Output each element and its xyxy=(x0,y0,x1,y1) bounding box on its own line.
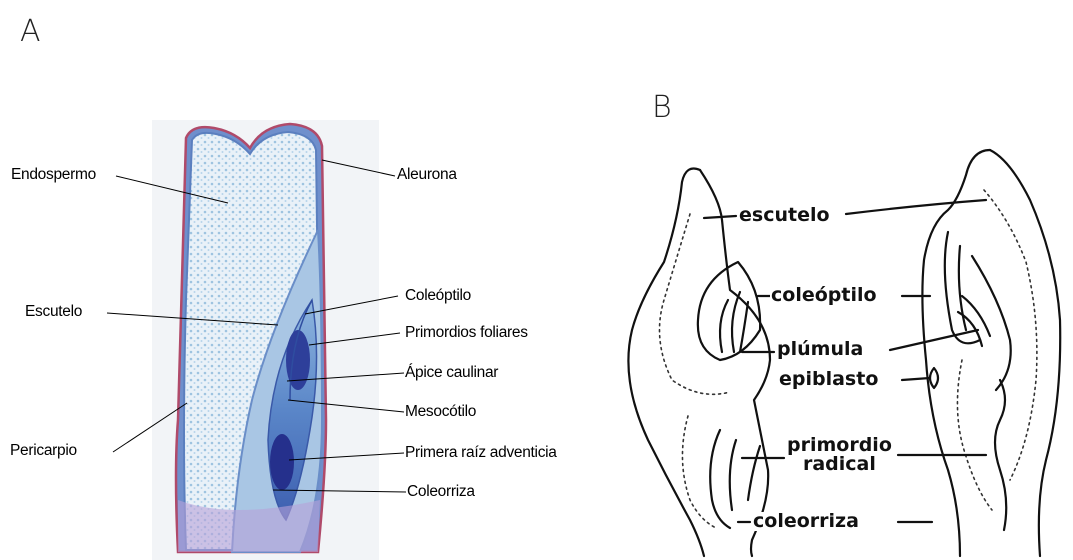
leader-b-plumula-right xyxy=(890,330,978,350)
left-radicle-inner xyxy=(730,440,736,510)
leader-b-escutelo-right xyxy=(846,200,986,214)
leader-b-epiblasto xyxy=(902,378,930,380)
label-b-coleoptilo: coleóptilo xyxy=(770,286,878,305)
right-embryo-outline-inner xyxy=(922,150,990,556)
right-lower-wave xyxy=(995,380,1006,530)
label-b-primordio-line2: radical xyxy=(787,455,892,474)
label-b-epiblasto: epiblasto xyxy=(778,370,879,389)
right-epiblast xyxy=(930,368,938,388)
left-radicle-outer xyxy=(710,430,730,528)
label-b-plumula: plúmula xyxy=(776,340,864,359)
left-embryo-outline-outer xyxy=(628,169,704,557)
right-embryo-outline-outer xyxy=(990,150,1060,556)
leader-b-escutelo-left xyxy=(704,216,736,218)
label-b-primordio: primordio radical xyxy=(786,436,893,474)
left-plumule-leaf-1 xyxy=(720,300,728,352)
right-coleoptile-arc-3 xyxy=(972,256,1011,390)
label-b-escutelo: escutelo xyxy=(738,206,831,225)
right-dotted-contour-1 xyxy=(984,190,1037,480)
left-plumule-leaf-3 xyxy=(740,302,748,352)
left-embryo-outline-inner xyxy=(700,170,770,556)
label-b-coleorriza: coleorriza xyxy=(752,512,860,531)
right-dotted-contour-2 xyxy=(957,360,992,510)
left-plumule-leaf-2 xyxy=(732,292,740,352)
left-radicle-side xyxy=(748,446,760,500)
